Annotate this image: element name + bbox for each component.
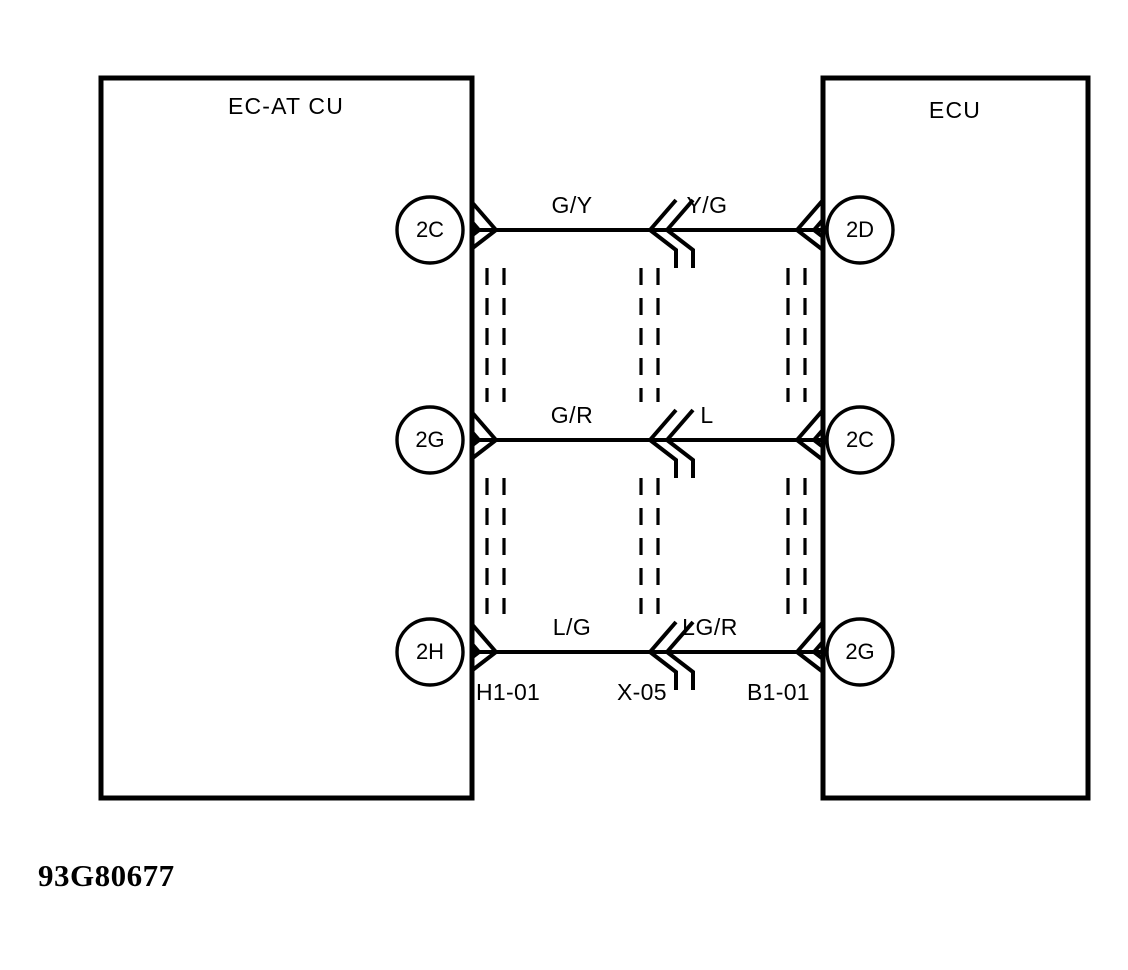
wire-label-left-row-middle: G/R [551, 402, 593, 428]
wire-label-right-row-bottom: LG/R [682, 614, 738, 640]
label-layer: G/Y Y/G G/R L L/G LG/R H1-01 X-05 B1-01 [476, 192, 810, 705]
connector-name-b1-01: B1-01 [747, 679, 810, 705]
wire-label-right-row-top: Y/G [686, 192, 727, 218]
connector-dash-layer [485, 268, 807, 614]
wire-label-left-row-top: G/Y [551, 192, 592, 218]
connector-symbol-x-05-row-bottom [648, 620, 695, 690]
pin-circle-right-2[interactable] [825, 617, 895, 687]
unit-title-right: ECU [929, 97, 981, 123]
pin-label-left-0: 2C [416, 217, 444, 242]
pin-label-left-1: 2G [415, 427, 444, 452]
pin-circle-left-2[interactable] [395, 617, 465, 687]
pin-label-right-0: 2D [846, 217, 874, 242]
pin-circle-right-0[interactable] [825, 195, 895, 265]
connector-symbol-x-05-row-top [648, 198, 695, 268]
connector-name-h1-01: H1-01 [476, 679, 540, 705]
connector-chevron-layer [451, 198, 842, 690]
pin-circle-left-1[interactable] [395, 405, 465, 475]
pin-label-left-2: 2H [416, 639, 444, 664]
pin-layer: 2C 2G 2H 2D 2C 2G [395, 195, 895, 687]
wire-label-left-row-bottom: L/G [553, 614, 592, 640]
pin-circle-right-1[interactable] [825, 405, 895, 475]
figure-id-label: 93G80677 [38, 858, 175, 893]
wire-layer [455, 228, 838, 654]
wire-label-right-row-middle: L [700, 402, 713, 428]
pin-label-right-2: 2G [845, 639, 874, 664]
pin-circle-left-0[interactable] [395, 195, 465, 265]
pin-label-right-1: 2C [846, 427, 874, 452]
connector-symbol-x-05-row-middle [648, 408, 695, 478]
unit-title-left: EC-AT CU [228, 93, 344, 119]
connector-name-x-05: X-05 [617, 679, 667, 705]
